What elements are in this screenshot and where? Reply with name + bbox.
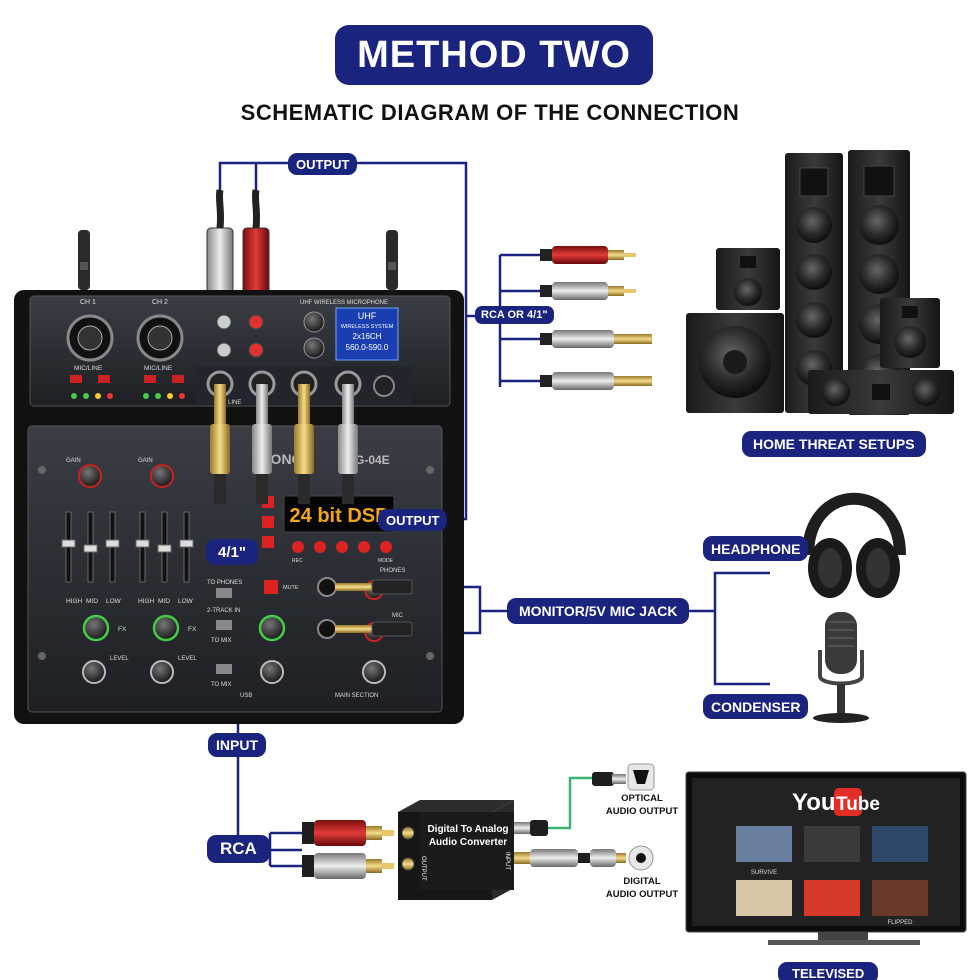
optical-output-label: OPTICAL AUDIO OUTPUT [605,793,679,817]
monitor-jack-label: MONITOR/5V MIC JACK [507,598,690,624]
ch2-eq-sliders [135,511,194,583]
ch1-gain-label: GAIN [66,458,81,464]
main-section-label: MAIN SECTION [335,693,378,699]
antennas [78,230,398,290]
line-jack-label: LINE [228,400,241,406]
television-illustration: You Tube SURVIVE FLIPPED [685,771,967,945]
optical-cable [514,763,655,836]
home-theater-speakers [686,150,954,415]
tv-video-tiles: SURVIVE FLIPPED [736,826,928,926]
mode-label: MODE [378,558,394,564]
title-badge: METHOD TWO [335,25,653,85]
phones-label: PHONES [380,568,405,574]
uhf-line1: UHF [358,311,377,321]
ch1-level-label: LEVEL [110,656,129,662]
input-label: INPUT [208,733,266,757]
dac-converter-illustration: Digital To Analog Audio Converter OUTPUT… [398,800,514,900]
home-theater-label: HOME THREAT SETUPS [742,431,926,457]
mixer-display: 24 bit DSP [290,505,389,527]
usb-player-buttons [292,541,392,553]
two-track-label: 2-TRACK IN [207,608,240,614]
ch2-high-label: HIGH [138,598,155,605]
converter-output-label: OUTPUT [420,856,426,881]
rca-cable-white [540,282,636,300]
quarter-inch-label: 4/1" [206,539,258,565]
ch1-eq-sliders [61,511,120,583]
mute-label: MUTE [283,585,299,591]
rca-cable-red [540,246,636,264]
televised-label: TELEVISED [778,962,879,980]
rec-label: REC [292,558,303,564]
condenser-label: CONDENSER [703,694,809,719]
ch2-low-label: LOW [178,598,194,605]
headphone-label: HEADPHONE [703,536,809,561]
converter-line1: Digital To Analog [427,824,508,835]
headphone-illustration [802,492,906,598]
to-mix-label-1: TO MIX [211,638,232,644]
output-mid-label: OUTPUT [378,509,448,531]
uhf-line3: 2x16CH [353,332,382,341]
converter-input-label: INPUT [504,852,510,870]
converter-line2: Audio Converter [429,837,507,848]
rca-label: RCA [207,835,270,863]
quarter-inch-cable-1 [540,330,652,348]
ch2-level-label: LEVEL [178,656,197,662]
quarter-inch-plugs [206,370,362,504]
ch2-gain-label: GAIN [138,458,153,464]
ch2-mic-line-label: MIC/LINE [144,365,173,372]
ch1-mic-line-label: MIC/LINE [74,365,103,372]
to-mix-label-2: TO MIX [211,682,232,688]
ch1-label: CH 1 [80,299,96,306]
ch2-mid-label: MID [158,598,170,605]
ch1-fx-label: FX [118,626,127,633]
mic-label: MIC [392,613,404,619]
mixer-illustration: CH 1 CH 2 MIC/LINE MIC/LINE UHF WIRELESS… [14,290,464,724]
condenser-mic-illustration [813,612,869,723]
ch1-mid-label: MID [86,598,98,605]
ch1-high-label: HIGH [66,598,83,605]
uhf-line4: 560.0-590.0 [346,343,389,352]
digital-output-label: DIGITAL AUDIO OUTPUT [605,876,679,900]
optical-line [548,776,592,830]
rca-or-quarter-label: RCA OR 4/1" [475,306,554,324]
output-top-label: OUTPUT [288,153,358,175]
ch2-label: CH 2 [152,299,168,306]
ch1-low-label: LOW [106,598,122,605]
subtitle: SCHEMATIC DIAGRAM OF THE CONNECTION [240,100,740,125]
usb-label: USB [240,693,252,699]
uhf-header: UHF WIRELESS MICROPHONE [300,300,388,306]
youtube-logo-tube: Tube [836,794,880,815]
tv-tile-6-title: FLIPPED [887,920,913,926]
youtube-logo-you: You [792,789,836,816]
coaxial-cable [514,845,654,871]
uhf-line2: WIRELESS SYSTEM [341,324,394,330]
tv-tile-1-title: SURVIVE [751,870,777,876]
ch2-fx-label: FX [188,626,197,633]
bottom-rca-plugs [302,820,394,879]
to-phones-label: TO PHONES [207,580,242,586]
quarter-inch-cable-2 [540,372,652,390]
